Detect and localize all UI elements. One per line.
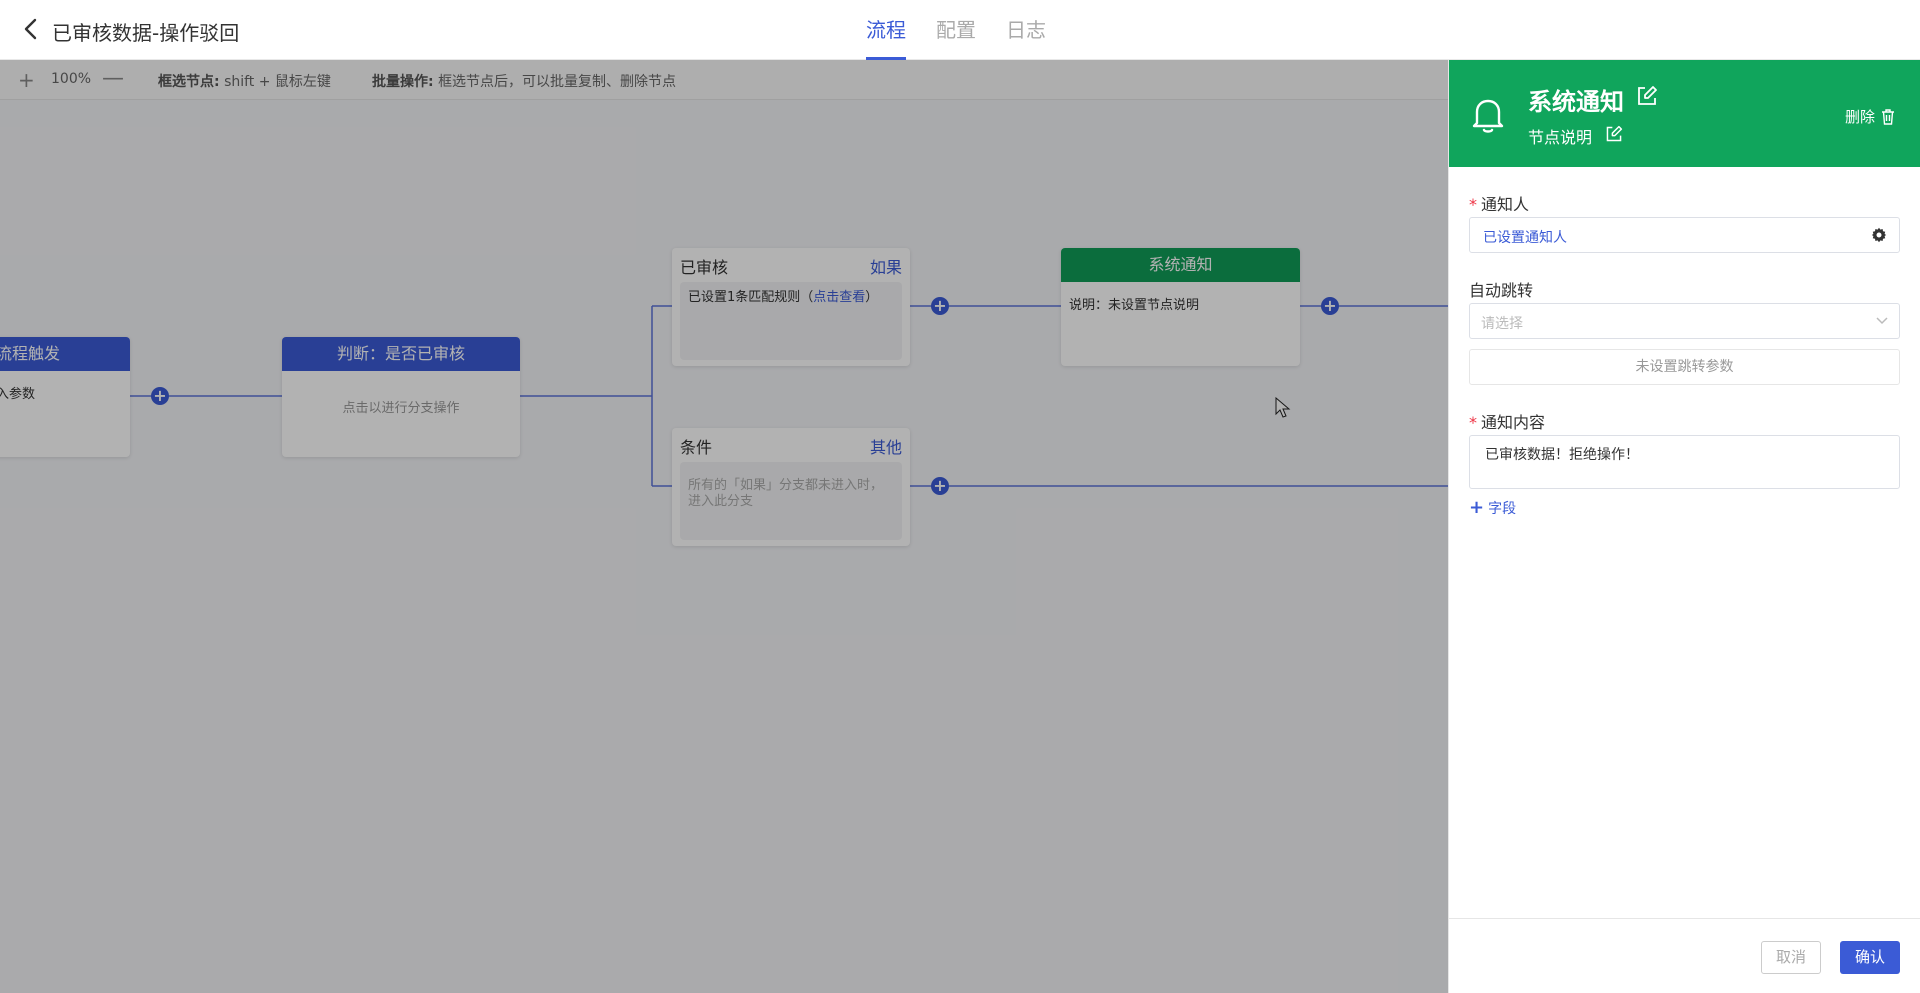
flow-canvas[interactable]: + 100% — 框选节点: shift + 鼠标左键 批量操作: 框选节点后，… [0,60,1448,993]
recipients-field[interactable]: 已设置通知人 [1469,217,1900,253]
add-field-button[interactable]: +字段 [1469,497,1516,518]
view-tabs: 流程 配置 日志 [866,0,1046,60]
panel-form: *通知人 已设置通知人 自动跳转 请选择 未设置跳转参数 *通知内容 已审核数据… [1449,191,1920,518]
content-label: *通知内容 [1469,413,1546,432]
panel-footer: 取消 确认 [1449,918,1920,993]
select-tip-label: 框选节点: [158,74,220,90]
bell-icon [1471,96,1505,138]
tab-log[interactable]: 日志 [1006,18,1046,42]
judge-node[interactable]: 判断：是否已审核 点击以进行分支操作 [282,337,520,457]
branch-if-rule-end: ） [865,290,879,305]
notify-node-body: 说明：未设置节点说明 [1069,298,1200,313]
branch-else-name: 条件 [680,438,713,457]
delete-node-button[interactable]: 删除 [1845,106,1895,127]
zoom-level: 100% [51,71,92,87]
add-node-button[interactable]: + [931,297,949,315]
notify-node[interactable]: 系统通知 说明：未设置节点说明 [1061,248,1300,366]
node-description-label: 节点说明 [1528,128,1593,147]
recipients-label-text: 通知人 [1481,195,1530,214]
node-config-panel: 系统通知 节点说明 删除 *通知人 已设置通知人 自动跳转 请选择 未设置跳转参… [1448,60,1920,993]
branch-if-rule-text: 已设置1条匹配规则（ [688,290,814,305]
branch-else-body: 所有的「如果」分支都未进入时，进入此分支 [680,462,902,540]
add-field-label: 字段 [1488,501,1517,517]
branch-if-tag[interactable]: 如果 [869,258,902,277]
branch-if-name: 已审核 [680,258,729,277]
batch-tip-label: 批量操作: [372,74,434,90]
content-label-text: 通知内容 [1481,413,1546,432]
trigger-node[interactable]: 流程触发 入参数 [0,337,130,457]
zoom-in-icon[interactable]: + [18,68,35,92]
auto-jump-label: 自动跳转 [1469,281,1534,300]
zoom-out-icon[interactable]: — [102,66,124,91]
add-node-button[interactable]: + [931,477,949,495]
batch-tip: 批量操作: 框选节点后，可以批量复制、删除节点 [372,71,676,91]
tab-flow[interactable]: 流程 [866,0,906,60]
tab-config[interactable]: 配置 [936,18,976,42]
view-rule-link[interactable]: 点击查看 [813,290,866,305]
modal-overlay[interactable] [0,60,1448,993]
panel-header: 系统通知 节点说明 删除 [1449,60,1920,167]
trigger-node-body: 入参数 [0,387,36,402]
trigger-node-title: 流程触发 [0,337,130,371]
panel-title: 系统通知 [1528,88,1624,116]
delete-label: 删除 [1845,108,1876,126]
select-tip: 框选节点: shift + 鼠标左键 [158,71,331,91]
judge-node-body: 点击以进行分支操作 [342,401,460,416]
mouse-cursor-icon [1275,397,1291,418]
branch-else[interactable]: 条件 其他 所有的「如果」分支都未进入时，进入此分支 [672,428,910,546]
confirm-button[interactable]: 确认 [1840,941,1900,974]
edit-description-icon[interactable] [1605,125,1623,147]
auto-jump-select[interactable]: 请选择 [1469,303,1900,339]
canvas-toolbar: + 100% — 框选节点: shift + 鼠标左键 批量操作: 框选节点后，… [0,60,1448,100]
recipients-value: 已设置通知人 [1483,230,1567,246]
content-textarea[interactable]: 已审核数据！拒绝操作！ [1469,435,1900,489]
auto-jump-placeholder: 请选择 [1481,316,1523,332]
recipients-label: *通知人 [1469,195,1530,214]
judge-node-title: 判断：是否已审核 [282,337,520,371]
branch-else-tag[interactable]: 其他 [869,438,902,457]
cancel-button[interactable]: 取消 [1761,941,1821,974]
gear-icon[interactable] [1871,227,1887,243]
edit-title-icon[interactable] [1636,85,1658,111]
chevron-down-icon [1876,317,1888,325]
plus-icon: + [1469,497,1485,518]
branch-if[interactable]: 已审核 如果 已设置1条匹配规则（点击查看） [672,248,910,366]
notify-node-title: 系统通知 [1061,248,1300,282]
batch-tip-text: 框选节点后，可以批量复制、删除节点 [438,74,677,90]
back-arrow-icon[interactable] [18,16,44,42]
top-header: 已审核数据-操作驳回 流程 配置 日志 [0,0,1920,60]
trash-icon [1882,108,1895,125]
jump-params-button[interactable]: 未设置跳转参数 [1469,349,1900,385]
branch-if-body: 已设置1条匹配规则（点击查看） [680,282,902,360]
page-title: 已审核数据-操作驳回 [52,21,240,45]
add-node-button[interactable]: + [151,387,169,405]
add-node-button[interactable]: + [1321,297,1339,315]
select-tip-text: shift + 鼠标左键 [224,74,331,90]
